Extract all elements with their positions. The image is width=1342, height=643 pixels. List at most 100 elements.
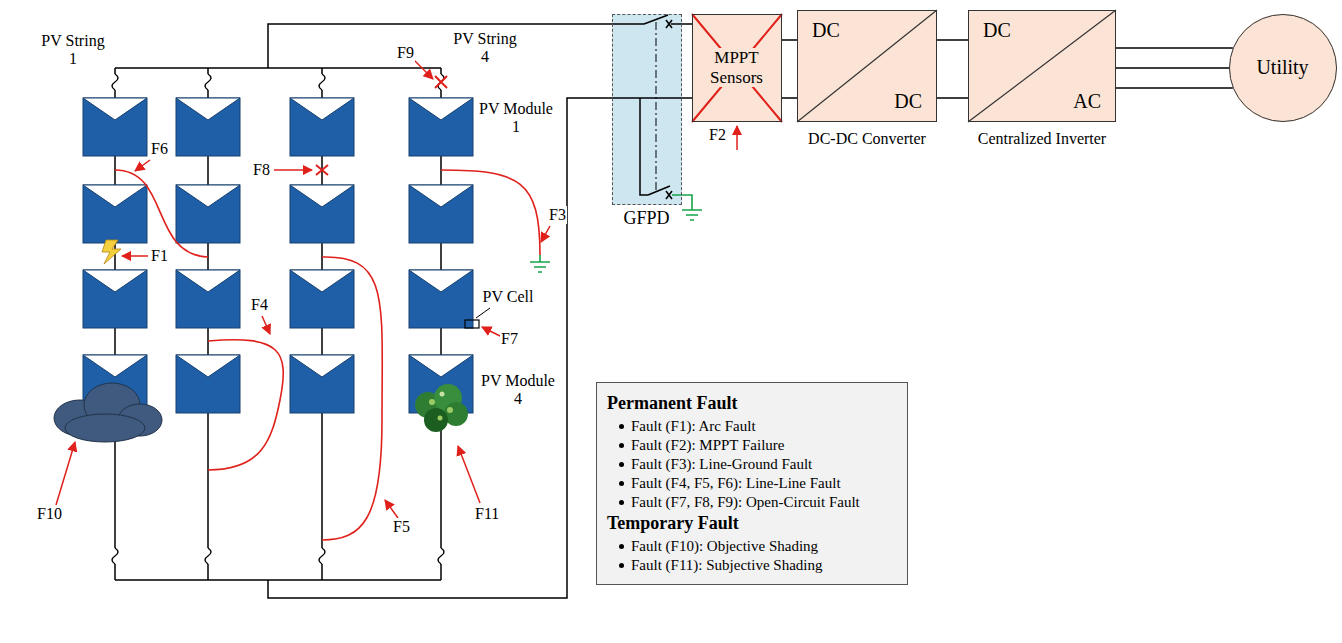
converter-diagonal (797, 10, 1116, 122)
module-glass (83, 185, 147, 207)
pv-modules (83, 98, 473, 413)
module-glass (409, 185, 473, 207)
legend-heading: Temporary Fault (607, 513, 897, 534)
fuse (112, 548, 118, 564)
fuse-symbols (112, 74, 444, 564)
dc-connector (682, 24, 692, 98)
fuse-gap (205, 74, 211, 90)
module-glass (409, 270, 473, 292)
module-glass (83, 98, 147, 120)
legend-heading: Permanent Fault (607, 393, 897, 414)
module-glass (176, 270, 240, 292)
module-glass (409, 355, 473, 377)
gfpd-linkage (656, 22, 657, 190)
drawing-part (274, 169, 312, 171)
drawing-part (640, 98, 670, 195)
callout-number: F10 (36, 505, 63, 523)
legend-bullet (619, 424, 624, 429)
legend-bullet (619, 544, 624, 549)
drawing-part (208, 340, 283, 470)
part-label: PV Module 4 (476, 372, 560, 409)
drawing-part (441, 170, 540, 255)
drawing-part (56, 442, 75, 505)
legend-text: Fault (F4, F5, F6): Line-Line Fault (631, 475, 841, 492)
utility-circle: Utility (1229, 14, 1337, 122)
node-text: MPPT Sensors (704, 48, 770, 87)
gfpd-fill (612, 14, 682, 205)
drawing-part (736, 126, 738, 150)
drawing-part (530, 255, 550, 272)
callout-number: F2 (708, 126, 727, 144)
fuse-gap (438, 548, 444, 564)
part-label: Centralized Inverter (968, 130, 1116, 148)
drawing-part (262, 316, 270, 334)
legend-row: Fault (F7, F8, F9): Open-Circuit Fault (619, 494, 897, 511)
fault-wires (115, 170, 540, 540)
pv-module (83, 185, 147, 243)
module-glass (290, 355, 354, 377)
fuse-gap (112, 548, 118, 564)
pv-cell-marker (465, 320, 479, 328)
legend-bullet (619, 443, 624, 448)
dc-connector (1116, 48, 1233, 88)
drawing-part (440, 392, 445, 397)
fuse-gap (319, 548, 325, 564)
fault-markers (316, 14, 782, 175)
node-text: DC (812, 19, 840, 42)
mppt-fill (692, 14, 782, 122)
fuse (438, 548, 444, 564)
pv-module (409, 185, 473, 243)
callout-number: F3 (548, 206, 567, 224)
part-label: DC-DC Converter (797, 130, 937, 148)
legend-row: Fault (F3): Line-Ground Fault (619, 456, 897, 473)
callout-number: F4 (250, 296, 269, 314)
pv-module (290, 98, 354, 156)
callout-number: F5 (392, 518, 411, 536)
module-glass (290, 98, 354, 120)
legend-row: Fault (F1): Arc Fault (619, 418, 897, 435)
module-glass (290, 185, 354, 207)
node-text: AC (1073, 90, 1101, 113)
fuse (319, 548, 325, 564)
module-glass (409, 98, 473, 120)
pv-module (290, 270, 354, 328)
fuse-gap (319, 74, 325, 90)
drawing-part (414, 60, 433, 79)
legend-bullet (619, 462, 624, 467)
part-label: PV Cell (478, 288, 538, 306)
node-text: Utility (1234, 56, 1332, 79)
module-glass (83, 270, 147, 292)
ground-symbol (530, 195, 702, 272)
cloud-symbol (54, 383, 162, 442)
legend-row: Fault (F4, F5, F6): Line-Line Fault (619, 475, 897, 492)
part-label: PV String 1 (40, 32, 106, 69)
legend-row: Fault (F2): MPPT Failure (619, 437, 897, 454)
utility-fill (1229, 14, 1337, 122)
inverter-box: DC AC (968, 10, 1116, 122)
tree-symbol (415, 384, 468, 432)
node-text: DC (894, 90, 922, 113)
fuse (205, 74, 211, 90)
legend-text: Fault (F1): Arc Fault (631, 418, 756, 435)
pv-module (176, 98, 240, 156)
drawing-part (385, 500, 398, 518)
pv-cell-leader (476, 308, 490, 318)
drawing-part (672, 195, 702, 220)
callout-number: F7 (500, 330, 519, 348)
fuse-gap (112, 74, 118, 90)
module-glass (176, 185, 240, 207)
pv-module (290, 185, 354, 243)
drawing-part (692, 14, 782, 122)
callout-number: F1 (150, 247, 169, 265)
legend-row: Fault (F11): Subjective Shading (619, 557, 897, 574)
legend-text: Fault (F2): MPPT Failure (631, 437, 785, 454)
pv-module (83, 270, 147, 328)
legend-bullet (619, 500, 624, 505)
callout-number: F11 (474, 505, 500, 523)
pv-module (409, 270, 473, 328)
legend-box: Permanent FaultFault (F1): Arc FaultFaul… (596, 382, 908, 585)
drawing-part (122, 255, 148, 257)
node-text: DC (983, 19, 1011, 42)
drawing-part (135, 160, 150, 171)
